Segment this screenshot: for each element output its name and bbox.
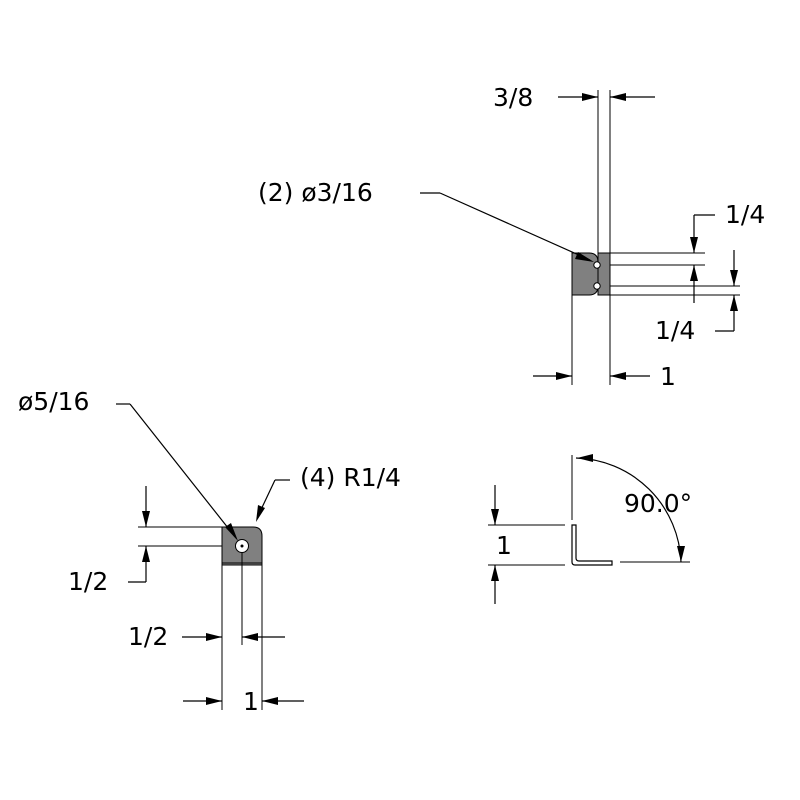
arrowhead	[730, 295, 738, 311]
view-top: 3/8 (2) ø3/16 1/4 1/4 1	[258, 83, 765, 391]
arrowhead	[491, 509, 499, 525]
dim-label-hole-offset-h: 1/2	[128, 622, 168, 651]
arrowhead	[206, 633, 222, 641]
top-hole-1	[593, 261, 601, 269]
dim-label-radius: (4) R1/4	[300, 463, 401, 492]
top-part-flange	[597, 252, 611, 296]
leader-line	[129, 403, 237, 539]
angle-profile	[571, 524, 613, 566]
arrowhead	[142, 546, 150, 562]
arrowhead	[610, 372, 626, 380]
dim-label-width: 3/8	[493, 83, 533, 112]
view-angle: 90.0° 1	[488, 454, 692, 604]
arrowhead	[577, 454, 593, 462]
dim-label-leg: 1	[660, 362, 676, 391]
arrowhead	[556, 372, 572, 380]
angle-arc	[575, 457, 682, 563]
dim-label-leg: 1	[243, 687, 259, 716]
arrowhead	[677, 546, 685, 562]
dim-label-hole-offset-bottom: 1/4	[655, 316, 695, 345]
bl-hole-center	[240, 544, 244, 548]
dim-label-hole-offset-v: 1/2	[68, 567, 108, 596]
dim-label-angle: 90.0°	[624, 489, 692, 518]
arrowhead	[690, 265, 698, 281]
arrowhead	[242, 633, 258, 641]
leader-line	[439, 192, 591, 261]
arrowhead	[225, 523, 238, 541]
arrowhead	[256, 505, 265, 522]
dim-label-height: 1	[496, 531, 512, 560]
arrowhead	[730, 270, 738, 286]
arrowhead	[262, 697, 278, 705]
arrowhead	[582, 93, 598, 101]
dim-label-holes: (2) ø3/16	[258, 178, 373, 207]
arrowhead	[690, 237, 698, 253]
dim-label-hole-offset-top: 1/4	[725, 200, 765, 229]
arrowhead	[142, 511, 150, 527]
arrowhead	[206, 697, 222, 705]
arrowhead	[491, 565, 499, 581]
top-hole-2	[593, 282, 601, 290]
arrowhead	[610, 93, 626, 101]
arrowhead	[575, 252, 594, 262]
dim-label-hole-dia: ø5/16	[18, 387, 89, 416]
view-bottom-left: ø5/16 (4) R1/4 1/2 1/2 1	[18, 387, 401, 716]
